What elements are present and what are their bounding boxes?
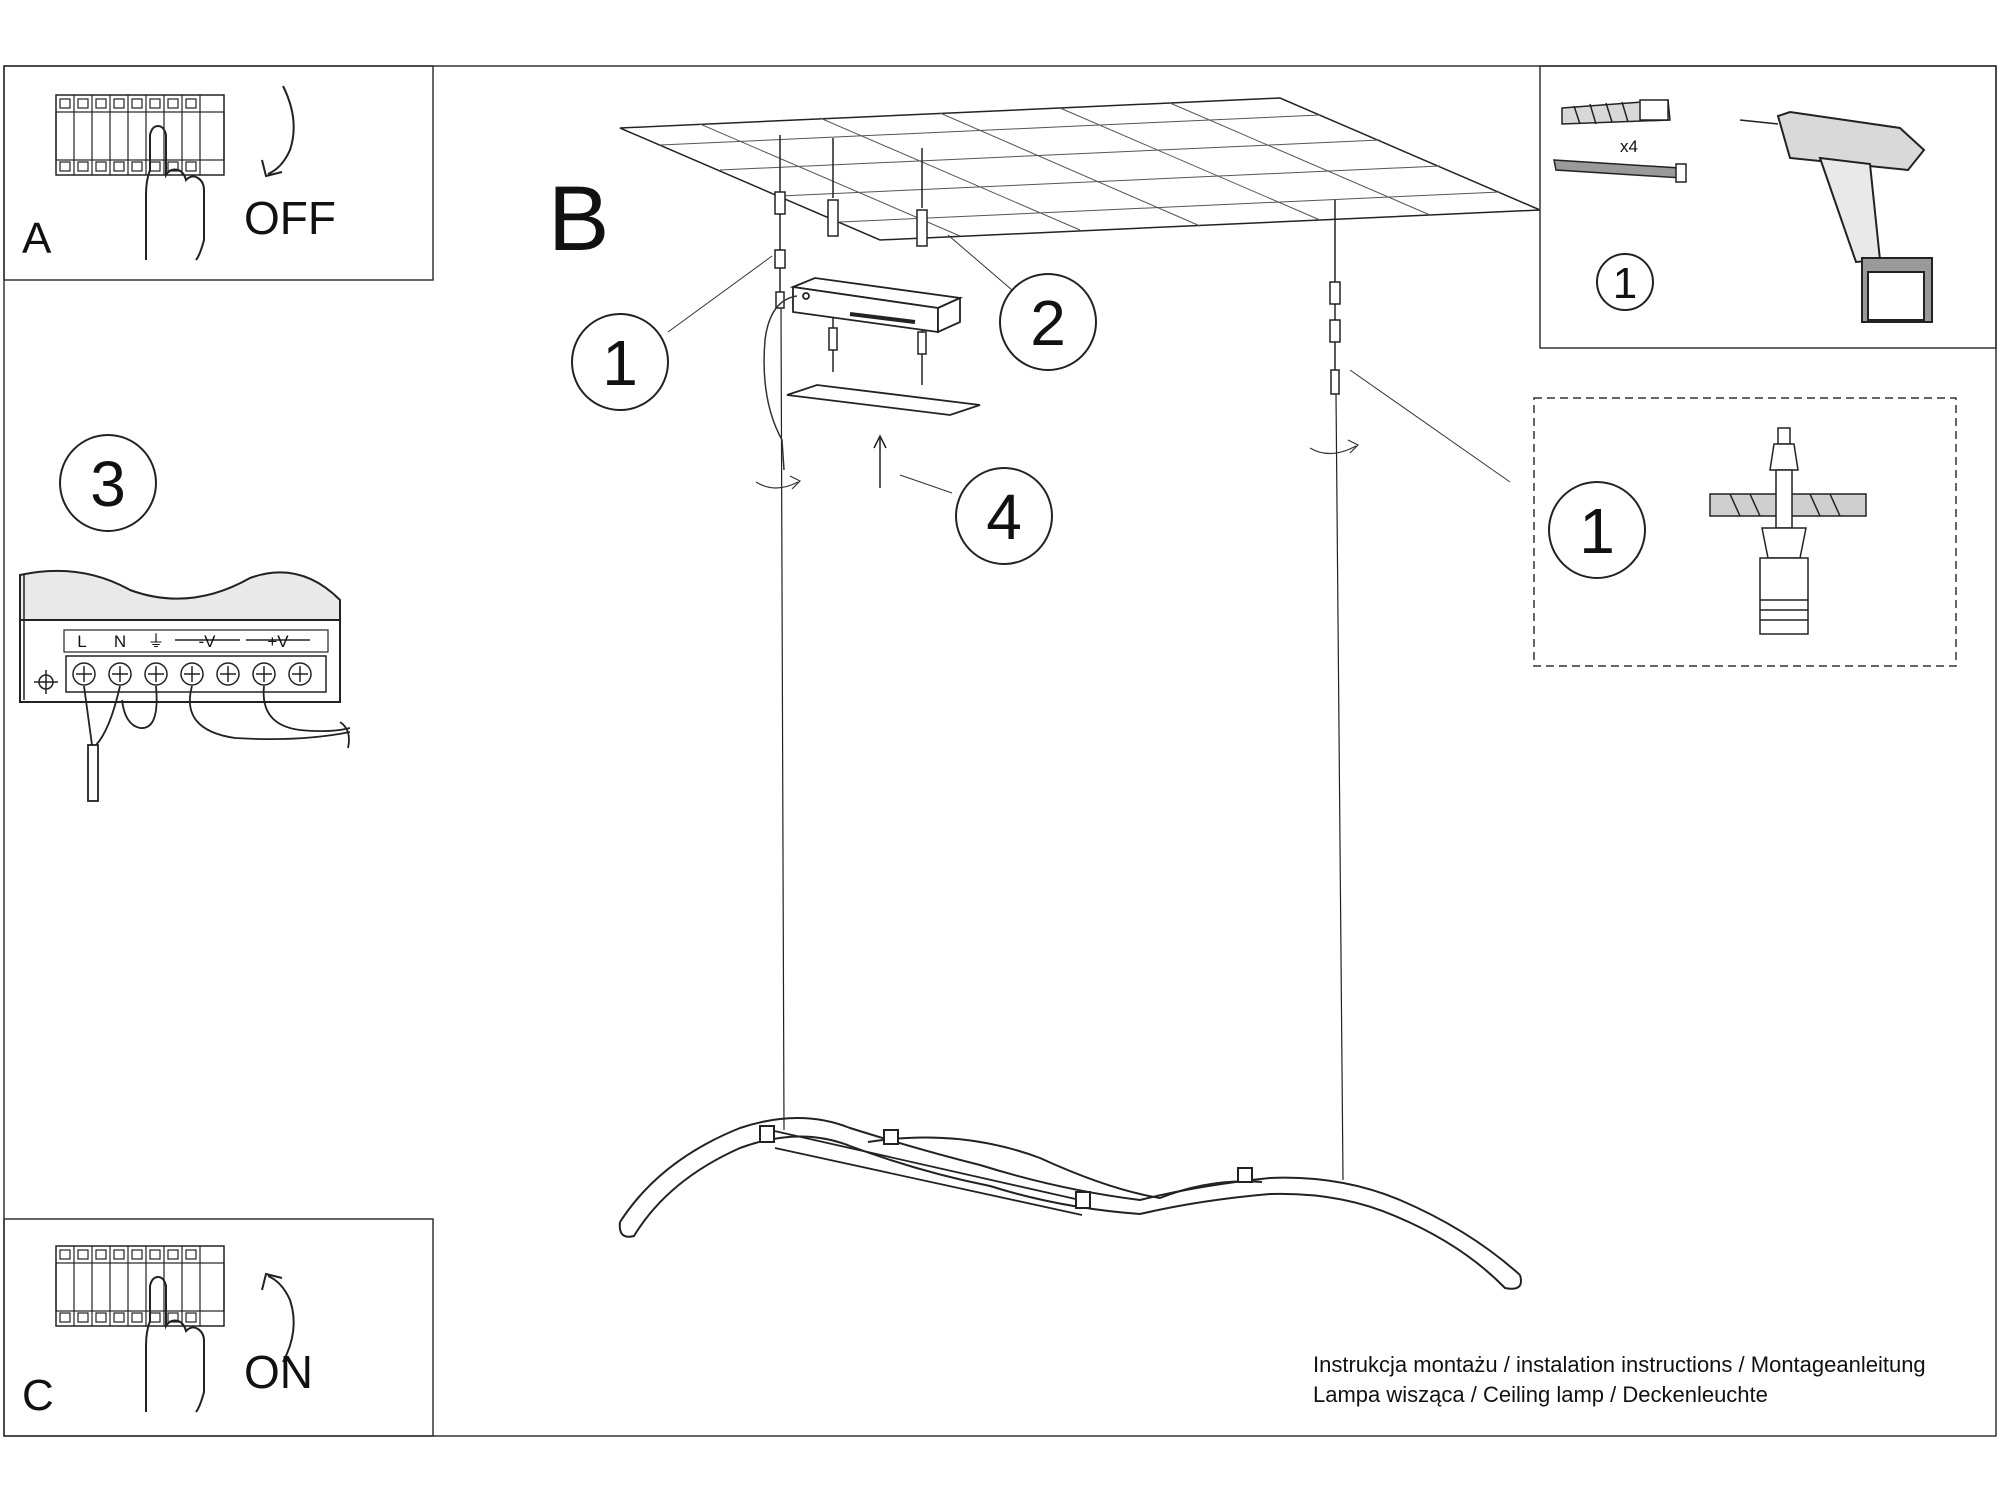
panel-b: B xyxy=(548,97,1541,1290)
right-hanger xyxy=(1329,200,1344,1181)
callout-mount-number: 1 xyxy=(602,327,638,399)
cover-plate xyxy=(786,384,981,416)
callout-mount-circle xyxy=(571,313,669,411)
step-circle xyxy=(59,434,157,532)
wavy-lamp-body xyxy=(618,1117,1522,1290)
left-hanger xyxy=(774,135,786,1131)
leader-lines xyxy=(667,234,1511,494)
panel-c-action: ON xyxy=(244,1346,313,1398)
hardware-step-number: 1 xyxy=(1613,259,1637,308)
callout-screw-circle xyxy=(999,273,1097,371)
wall-plug-icon xyxy=(1561,99,1671,125)
terminal-labels: L N ⏚ -V +V xyxy=(77,632,289,651)
power-supply-housing xyxy=(19,569,341,621)
detail-panel: 1 xyxy=(1533,397,1957,667)
up-arrow-icon xyxy=(873,434,887,488)
mounting-screws xyxy=(827,138,928,385)
detail-step-circle xyxy=(1548,481,1646,579)
power-cable xyxy=(763,295,798,471)
terminal-label-minus-v: -V xyxy=(199,632,217,651)
panel-c: C ON xyxy=(3,1218,434,1437)
breaker-switch-icon xyxy=(55,1245,225,1327)
footer-line-1: Instrukcja montażu / instalation instruc… xyxy=(1313,1352,1926,1377)
drill-icon xyxy=(1739,110,1933,323)
terminal-label-l: L xyxy=(77,632,86,651)
arrow-down-icon xyxy=(261,85,295,178)
terminal-block-diagram: 3 L N ⏚ -V +V xyxy=(19,434,351,802)
hand-icon xyxy=(145,1275,205,1413)
panel-c-frame xyxy=(3,1218,434,1437)
page-frame xyxy=(3,65,1997,1437)
panel-a: A OFF xyxy=(3,65,434,281)
callout-cover-circle xyxy=(955,467,1053,565)
panel-b-letter: B xyxy=(548,168,609,270)
hand-icon xyxy=(145,124,205,261)
power-supply-body xyxy=(19,619,341,703)
arrow-up-icon xyxy=(261,1272,295,1363)
terminal-label-n: N xyxy=(114,632,126,651)
footer-line-2: Lampa wisząca / Ceiling lamp / Deckenleu… xyxy=(1313,1382,1768,1407)
footer-caption: Instrukcja montażu / instalation instruc… xyxy=(1313,1350,1926,1410)
hardware-panel: x4 1 xyxy=(1539,65,1997,349)
supply-wires xyxy=(83,685,351,802)
hardware-panel-frame xyxy=(1539,65,1997,349)
hanger-fitting-icon xyxy=(1759,427,1809,635)
hardware-quantity: x4 xyxy=(1620,137,1638,156)
rotate-arrow-icon xyxy=(1309,439,1360,455)
screw-icon xyxy=(1553,159,1687,183)
breaker-switch-icon xyxy=(55,94,225,176)
panel-a-action: OFF xyxy=(244,192,336,244)
terminal-label-ground: ⏚ xyxy=(148,632,165,651)
callout-cover-number: 4 xyxy=(986,481,1022,553)
panel-a-letter: A xyxy=(22,214,52,263)
detail-panel-frame xyxy=(1533,397,1957,667)
ceiling-plate xyxy=(619,97,1541,241)
step-number: 3 xyxy=(90,448,126,520)
callout-screw-number: 2 xyxy=(1030,287,1066,359)
rotate-arrow-icon xyxy=(755,475,802,490)
terminal-label-plus-v: +V xyxy=(267,632,289,651)
detail-step-number: 1 xyxy=(1579,495,1615,567)
panel-c-letter: C xyxy=(22,1371,54,1420)
terminal-screws xyxy=(65,655,327,693)
ground-symbol-icon xyxy=(34,670,58,694)
panel-a-frame xyxy=(3,65,434,281)
hardware-step-circle xyxy=(1596,253,1654,311)
canopy-box xyxy=(789,277,964,334)
